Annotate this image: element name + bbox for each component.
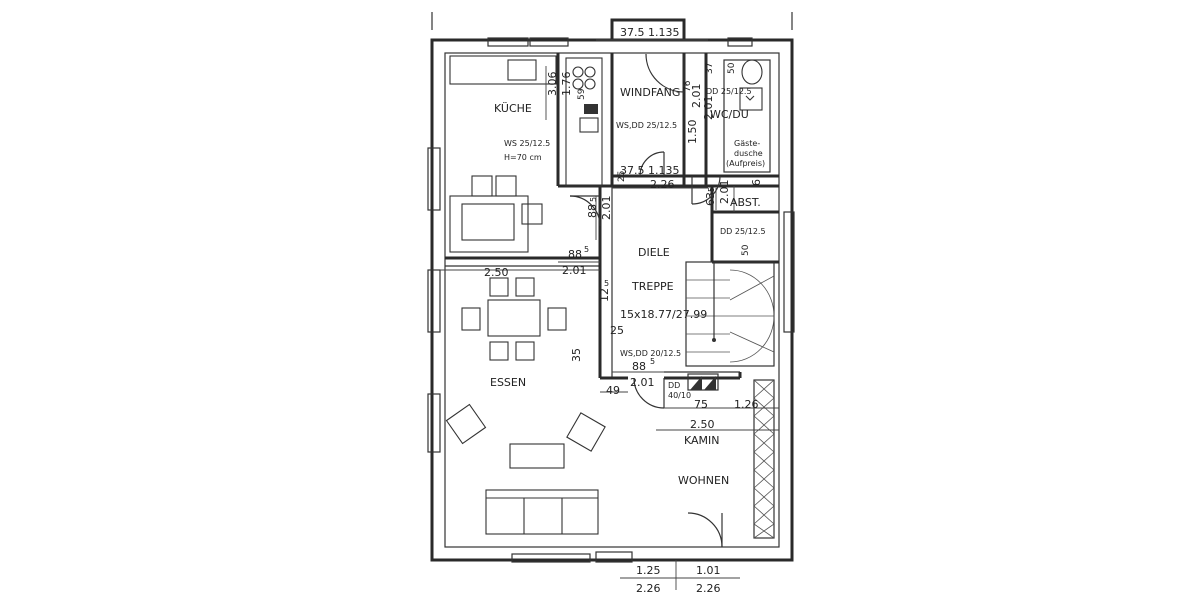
note-dd-1: DD xyxy=(668,381,680,390)
dim-bottom-1-01: 1.01 xyxy=(696,564,721,577)
room-label-wohnen: WOHNEN xyxy=(678,474,729,487)
kamin-hatching xyxy=(687,373,775,539)
note-guest-2: dusche xyxy=(734,149,763,158)
dim-kamin-75: 75 xyxy=(694,398,708,411)
dim-abst-6: 6 xyxy=(750,179,763,186)
room-label-kamin: KAMIN xyxy=(684,434,720,447)
dim-kamin-1-26: 1.26 xyxy=(734,398,759,411)
dim-abst-63: 63 xyxy=(704,192,717,206)
dim-lower-49: 49 xyxy=(606,384,620,397)
dim-diele-25: 25 xyxy=(617,171,627,182)
dim-top-37-5: 37.5 xyxy=(620,26,645,39)
dim-abst-63-sup: 5 xyxy=(707,187,716,192)
room-label-wc: WC/DU xyxy=(710,108,749,121)
living-furniture xyxy=(445,403,606,535)
dim-mid-37-5: 37.5 xyxy=(620,164,645,177)
dim-windfang-76: 76 xyxy=(683,80,693,92)
note-wc-dd: DD 25/12.5 xyxy=(706,87,752,96)
dimension-lines xyxy=(440,39,779,590)
dim-bottom-2-26b: 2.26 xyxy=(696,582,721,595)
room-label-diele: DIELE xyxy=(638,246,670,259)
dim-diele-12-sup: 5 xyxy=(604,279,609,288)
dim-windfang-1-50: 1.50 xyxy=(686,120,699,145)
dim-abst-50: 50 xyxy=(741,244,751,256)
dim-mid-2-26: 2.26 xyxy=(650,178,675,191)
dim-diele-88: 88 xyxy=(586,204,599,218)
dim-kitchen-2-01: 2.01 xyxy=(562,264,587,277)
dim-mid-1-135: 1.135 xyxy=(648,164,680,177)
doors xyxy=(569,53,723,548)
note-guest-3: (Aufpreis) xyxy=(726,159,765,168)
dim-diele-88-sup: 5 xyxy=(589,197,598,202)
dim-diele-35: 35 xyxy=(570,348,583,362)
dim-wc-37: 37 xyxy=(705,63,715,74)
room-label-treppe: TREPPE xyxy=(631,280,674,293)
note-kueche-h: H=70 cm xyxy=(504,153,542,162)
dim-diele-25b: 25 xyxy=(610,324,624,337)
dim-abst-2-01: 2.01 xyxy=(718,180,731,205)
room-label-kueche: KÜCHE xyxy=(494,102,532,115)
dim-diele-12: 12 xyxy=(598,288,611,302)
dim-top-1-135: 1.135 xyxy=(648,26,680,39)
room-label-windfang: WINDFANG xyxy=(620,86,680,99)
dim-wc-50: 50 xyxy=(727,62,737,74)
dining-furniture xyxy=(461,277,567,361)
dim-kitchen-88: 88 xyxy=(568,248,582,261)
note-diele-ws: WS,DD 20/12.5 xyxy=(620,349,681,358)
kitchen-fixtures xyxy=(449,55,603,253)
note-guest-1: Gäste- xyxy=(734,139,760,148)
staircase xyxy=(686,262,775,363)
dim-kamin-2-50: 2.50 xyxy=(690,418,715,431)
dim-wc-2-01: 2.01 xyxy=(702,96,715,121)
dim-kitchen-59: 59 xyxy=(577,88,587,100)
dim-lower-2-01: 2.01 xyxy=(630,376,655,389)
dim-kitchen-3-06: 3.06 xyxy=(546,72,559,97)
room-label-essen: ESSEN xyxy=(490,376,526,389)
dim-windfang-2-01: 2.01 xyxy=(690,84,703,109)
wc-fixtures xyxy=(739,59,763,111)
dim-diele-2-01: 2.01 xyxy=(600,196,613,221)
note-stair-spec: 15x18.77/27.99 xyxy=(620,308,707,321)
note-abst-dd: DD 25/12.5 xyxy=(720,227,766,236)
dim-dining-2-50: 2.50 xyxy=(484,266,509,279)
dim-kitchen-1-76: 1.76 xyxy=(560,72,573,97)
windows xyxy=(427,37,795,563)
dim-bottom-1-25: 1.25 xyxy=(636,564,661,577)
note-dd-2: 40/10 xyxy=(668,391,691,400)
note-kueche-ws: WS 25/12.5 xyxy=(504,139,550,148)
dim-lower-88: 88 xyxy=(632,360,646,373)
note-windfang-ws: WS,DD 25/12.5 xyxy=(616,121,677,130)
dim-lower-88-sup: 5 xyxy=(650,357,655,366)
dim-bottom-2-26a: 2.26 xyxy=(636,582,661,595)
room-label-abst: ABST. xyxy=(730,196,761,209)
dim-kitchen-88-sup: 5 xyxy=(584,245,589,254)
